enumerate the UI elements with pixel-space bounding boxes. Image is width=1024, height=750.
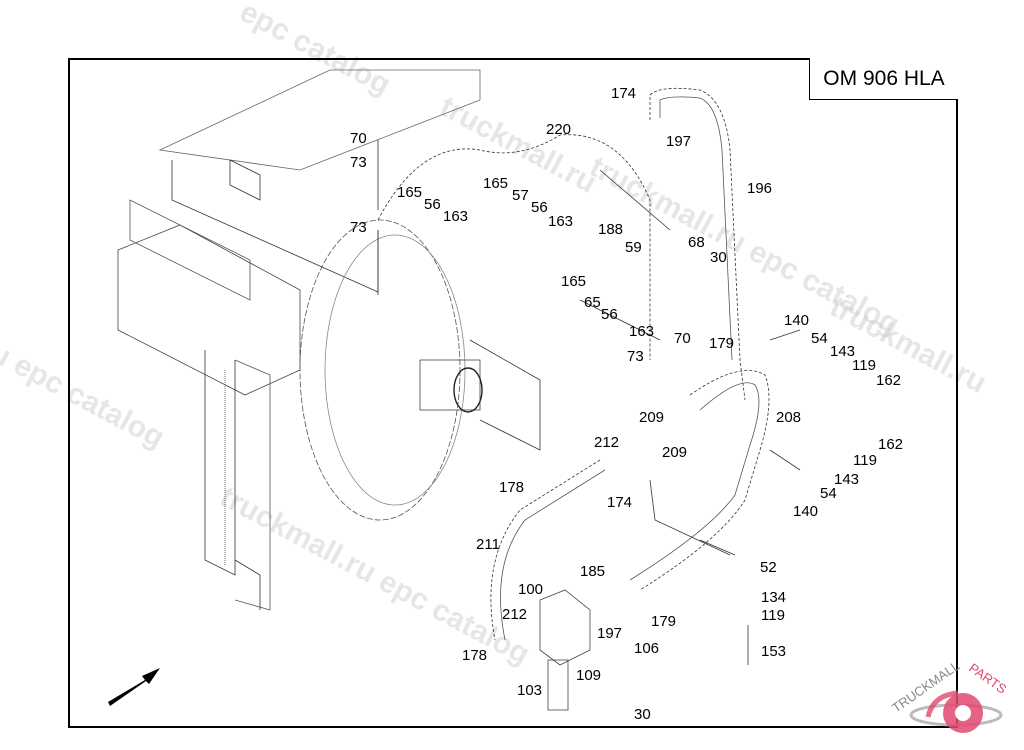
part-label[interactable]: 212 <box>594 434 620 451</box>
part-label[interactable]: 165 <box>483 175 509 192</box>
part-label[interactable]: 143 <box>830 343 856 360</box>
part-label[interactable]: 188 <box>598 221 624 238</box>
part-label[interactable]: 57 <box>512 187 529 204</box>
part-label[interactable]: 73 <box>350 219 367 236</box>
gear-icon <box>943 693 983 733</box>
part-label[interactable]: 178 <box>499 479 525 496</box>
part-label[interactable]: 65 <box>584 294 601 311</box>
part-label[interactable]: 100 <box>518 581 544 598</box>
part-label[interactable]: 119 <box>852 357 876 374</box>
part-label[interactable]: 220 <box>546 121 572 138</box>
part-label[interactable]: 140 <box>784 312 810 329</box>
part-label[interactable]: 56 <box>601 306 618 323</box>
part-label[interactable]: 174 <box>611 85 637 102</box>
part-label[interactable]: 163 <box>629 323 655 340</box>
part-label[interactable]: 119 <box>761 607 785 624</box>
part-label[interactable]: 153 <box>761 643 787 660</box>
radiator-top-tank <box>117 224 301 396</box>
part-label[interactable]: 119 <box>853 452 877 469</box>
diagram-frame <box>68 58 958 728</box>
part-label[interactable]: 162 <box>878 436 904 453</box>
part-label[interactable]: 197 <box>666 133 692 150</box>
part-label[interactable]: 30 <box>634 706 651 723</box>
part-label[interactable]: 162 <box>876 372 902 389</box>
part-label[interactable]: 179 <box>651 613 677 630</box>
diagram-title: OM 906 HLA <box>809 58 958 100</box>
part-label[interactable]: 140 <box>793 503 819 520</box>
part-label[interactable]: 56 <box>424 196 441 213</box>
part-label[interactable]: 52 <box>760 559 777 576</box>
part-label[interactable]: 134 <box>761 589 787 606</box>
part-label[interactable]: 208 <box>776 409 802 426</box>
part-label[interactable]: 106 <box>634 640 660 657</box>
part-label[interactable]: 70 <box>350 130 367 147</box>
part-label[interactable]: 73 <box>627 348 644 365</box>
part-label[interactable]: 163 <box>548 213 574 230</box>
part-label[interactable]: 165 <box>561 273 587 290</box>
pipe-211 <box>490 459 601 641</box>
part-label[interactable]: 109 <box>576 667 602 684</box>
part-label[interactable]: 54 <box>811 330 828 347</box>
fan-shroud <box>299 219 461 521</box>
truckmall-parts-logo: TRUCKMALL PARTS <box>889 658 1010 733</box>
pipe-208 <box>639 370 770 591</box>
pipe-196 <box>649 87 746 401</box>
part-label[interactable]: 197 <box>597 625 623 642</box>
part-label[interactable]: 68 <box>688 234 705 251</box>
part-label[interactable]: 56 <box>531 199 548 216</box>
pipe-220 <box>377 134 651 360</box>
part-label[interactable]: 174 <box>607 494 633 511</box>
part-label[interactable]: 59 <box>625 239 642 256</box>
logo-text-right: PARTS <box>966 660 1009 697</box>
part-label[interactable]: 73 <box>350 154 367 171</box>
part-label[interactable]: 54 <box>820 485 837 502</box>
radiator-core <box>204 350 236 576</box>
part-label[interactable]: 30 <box>710 249 727 266</box>
part-label[interactable]: 212 <box>502 606 528 623</box>
part-label[interactable]: 178 <box>462 647 488 664</box>
fan-hub <box>419 359 481 411</box>
part-label[interactable]: 163 <box>443 208 469 225</box>
arrow-up-right-icon <box>108 668 160 706</box>
part-label[interactable]: 211 <box>476 536 500 553</box>
part-label[interactable]: 196 <box>747 180 773 197</box>
block-100 <box>539 589 591 666</box>
part-label[interactable]: 165 <box>397 184 423 201</box>
part-label[interactable]: 103 <box>517 682 543 699</box>
part-label[interactable]: 185 <box>580 563 606 580</box>
part-label[interactable]: 143 <box>834 471 860 488</box>
part-label[interactable]: 70 <box>674 330 691 347</box>
part-label[interactable]: 209 <box>639 409 665 426</box>
part-label[interactable]: 209 <box>662 444 688 461</box>
part-label[interactable]: 179 <box>709 335 735 352</box>
